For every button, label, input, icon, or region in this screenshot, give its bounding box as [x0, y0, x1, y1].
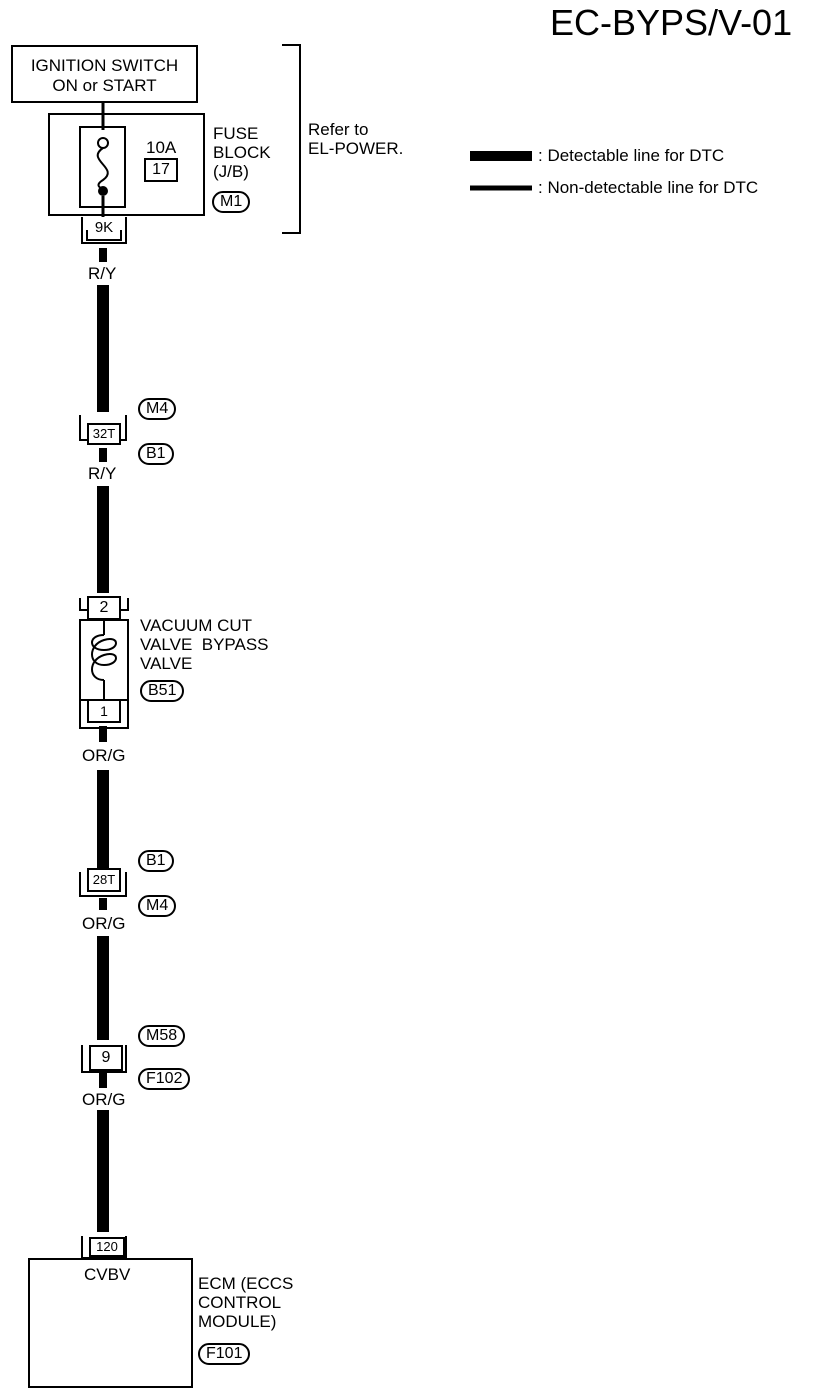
legend-nondetectable-text: : Non-detectable line for DTC — [538, 178, 759, 197]
ecm-terminal-label: CVBV — [84, 1265, 131, 1284]
joint-9-pin: 9 — [101, 1049, 111, 1066]
ecm-name-1: ECM (ECCS — [198, 1274, 294, 1293]
joint-32t-pin: 32T — [92, 426, 116, 441]
refer-label-1: Refer to — [308, 120, 369, 139]
ignition-label-line2: ON or START — [52, 76, 157, 95]
fuse-number: 17 — [152, 161, 170, 178]
connector-9k-bracket — [81, 217, 127, 244]
fuse-label-1: FUSE — [213, 124, 259, 143]
connector-b1-badge-bottom: B1 — [138, 443, 174, 465]
valve-name-1: VACUUM CUT — [140, 616, 253, 635]
connector-m4-badge-bottom: M4 — [138, 895, 177, 917]
ecm-name-3: MODULE) — [198, 1312, 277, 1331]
ignition-switch-box: IGNITION SWITCH ON or START — [11, 45, 198, 103]
valve-pin-bottom: 1 — [100, 703, 108, 719]
valve-name-2: VALVE BYPASS — [140, 635, 269, 654]
connector-b1-badge-top: B1 — [138, 850, 174, 872]
ecm-name-2: CONTROL — [198, 1293, 282, 1312]
valve-coil-icon — [91, 634, 117, 681]
fuse-terminal-bottom — [98, 186, 108, 196]
fuse-label-2: BLOCK — [213, 143, 271, 162]
refer-bracket — [282, 44, 301, 234]
connector-f101-badge: F101 — [198, 1343, 251, 1365]
wire-color-label-5: OR/G — [82, 1090, 126, 1109]
connector-f102-badge: F102 — [138, 1068, 191, 1090]
fuse-block-box — [48, 113, 205, 216]
connector-m1-badge: M1 — [212, 191, 251, 213]
fuse-rating: 10A — [146, 138, 177, 157]
connector-9-bracket — [81, 1045, 127, 1073]
wire-color-label-4: OR/G — [82, 914, 126, 933]
joint-28t-pin: 28T — [92, 872, 116, 887]
valve-pin-top: 2 — [99, 599, 109, 616]
valve-name-3: VALVE — [140, 654, 193, 673]
legend-detectable-text: : Detectable line for DTC — [538, 146, 725, 165]
fuse-pin-label: 9K — [94, 219, 114, 236]
ecm-pin: 120 — [96, 1239, 118, 1254]
connector-m58-badge: M58 — [138, 1025, 186, 1047]
ignition-label-line1: IGNITION SWITCH — [30, 56, 179, 75]
wire-color-label-2: R/Y — [88, 464, 117, 483]
wire-color-label-1: R/Y — [88, 264, 117, 283]
connector-28t-bracket — [79, 872, 127, 897]
fuse-label-3: (J/B) — [213, 162, 249, 181]
valve-pin-bottom-box — [87, 699, 121, 723]
connector-m4-badge-top: M4 — [138, 398, 177, 420]
ecm-box — [28, 1258, 193, 1388]
refer-label-2: EL-POWER. — [308, 139, 404, 158]
page-title: EC-BYPS/V-01 — [550, 2, 793, 43]
connector-b51-badge: B51 — [140, 680, 185, 702]
wire-color-label-3: OR/G — [82, 746, 126, 765]
fuse-number-box: 17 — [144, 158, 178, 182]
